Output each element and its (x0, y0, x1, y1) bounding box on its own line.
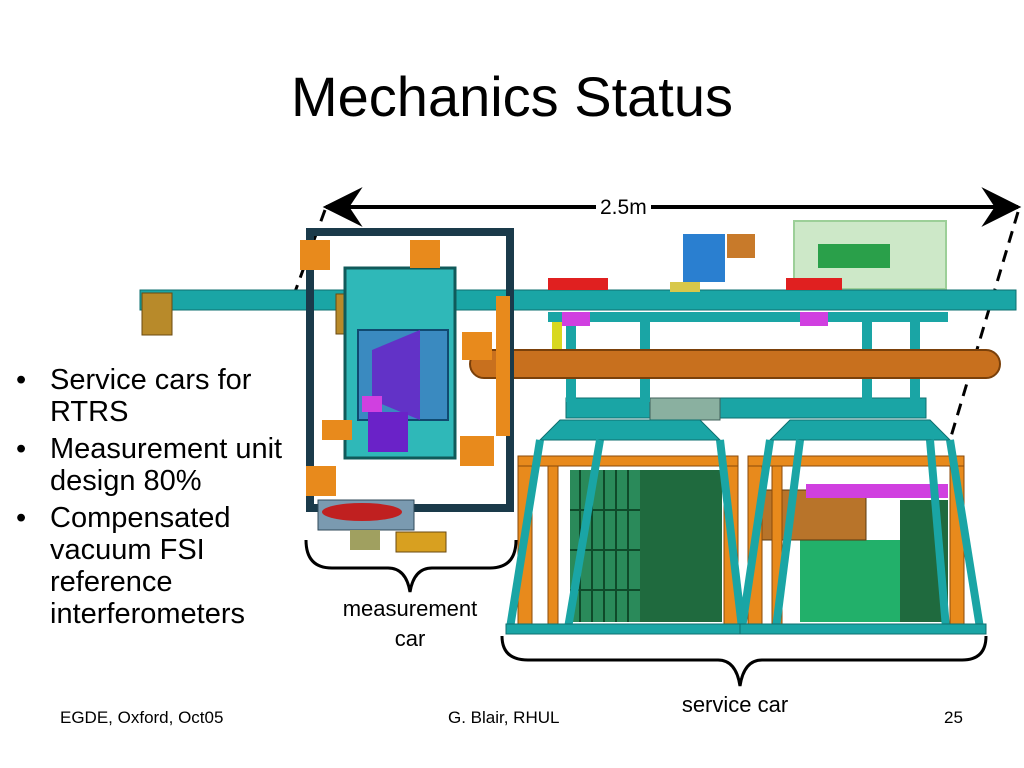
dashed-guide-right (948, 211, 1020, 441)
service-car-brace (500, 635, 988, 687)
measurement-car-label: measurement car (342, 596, 478, 651)
vacuum-pipe (469, 349, 1001, 379)
blue-box (683, 234, 725, 282)
footer-event: EGDE, Oxford, Oct05 (60, 708, 224, 727)
bullet-item: •Service cars for RTRS (16, 364, 252, 428)
bullet-item: •Measurement unit design 80% (16, 433, 283, 497)
bullet-icon: • (16, 364, 27, 396)
page-title: Mechanics Status (291, 65, 733, 128)
bullet-item: •Compensated vacuum FSI reference interf… (16, 502, 246, 630)
bullet-icon: • (16, 433, 27, 465)
measurement-car (300, 228, 514, 553)
footer-author: G. Blair, RHUL (448, 708, 560, 727)
bullet-list: •Service cars for RTRS •Measurement unit… (6, 364, 306, 635)
measurement-car-brace (304, 539, 518, 593)
footer-page-number: 25 (944, 708, 963, 727)
service-car (505, 419, 987, 635)
service-car-label: service car (681, 692, 789, 717)
top-beam (139, 289, 1017, 311)
dimension-label: 2.5m (596, 196, 651, 220)
bullet-icon: • (16, 502, 27, 534)
